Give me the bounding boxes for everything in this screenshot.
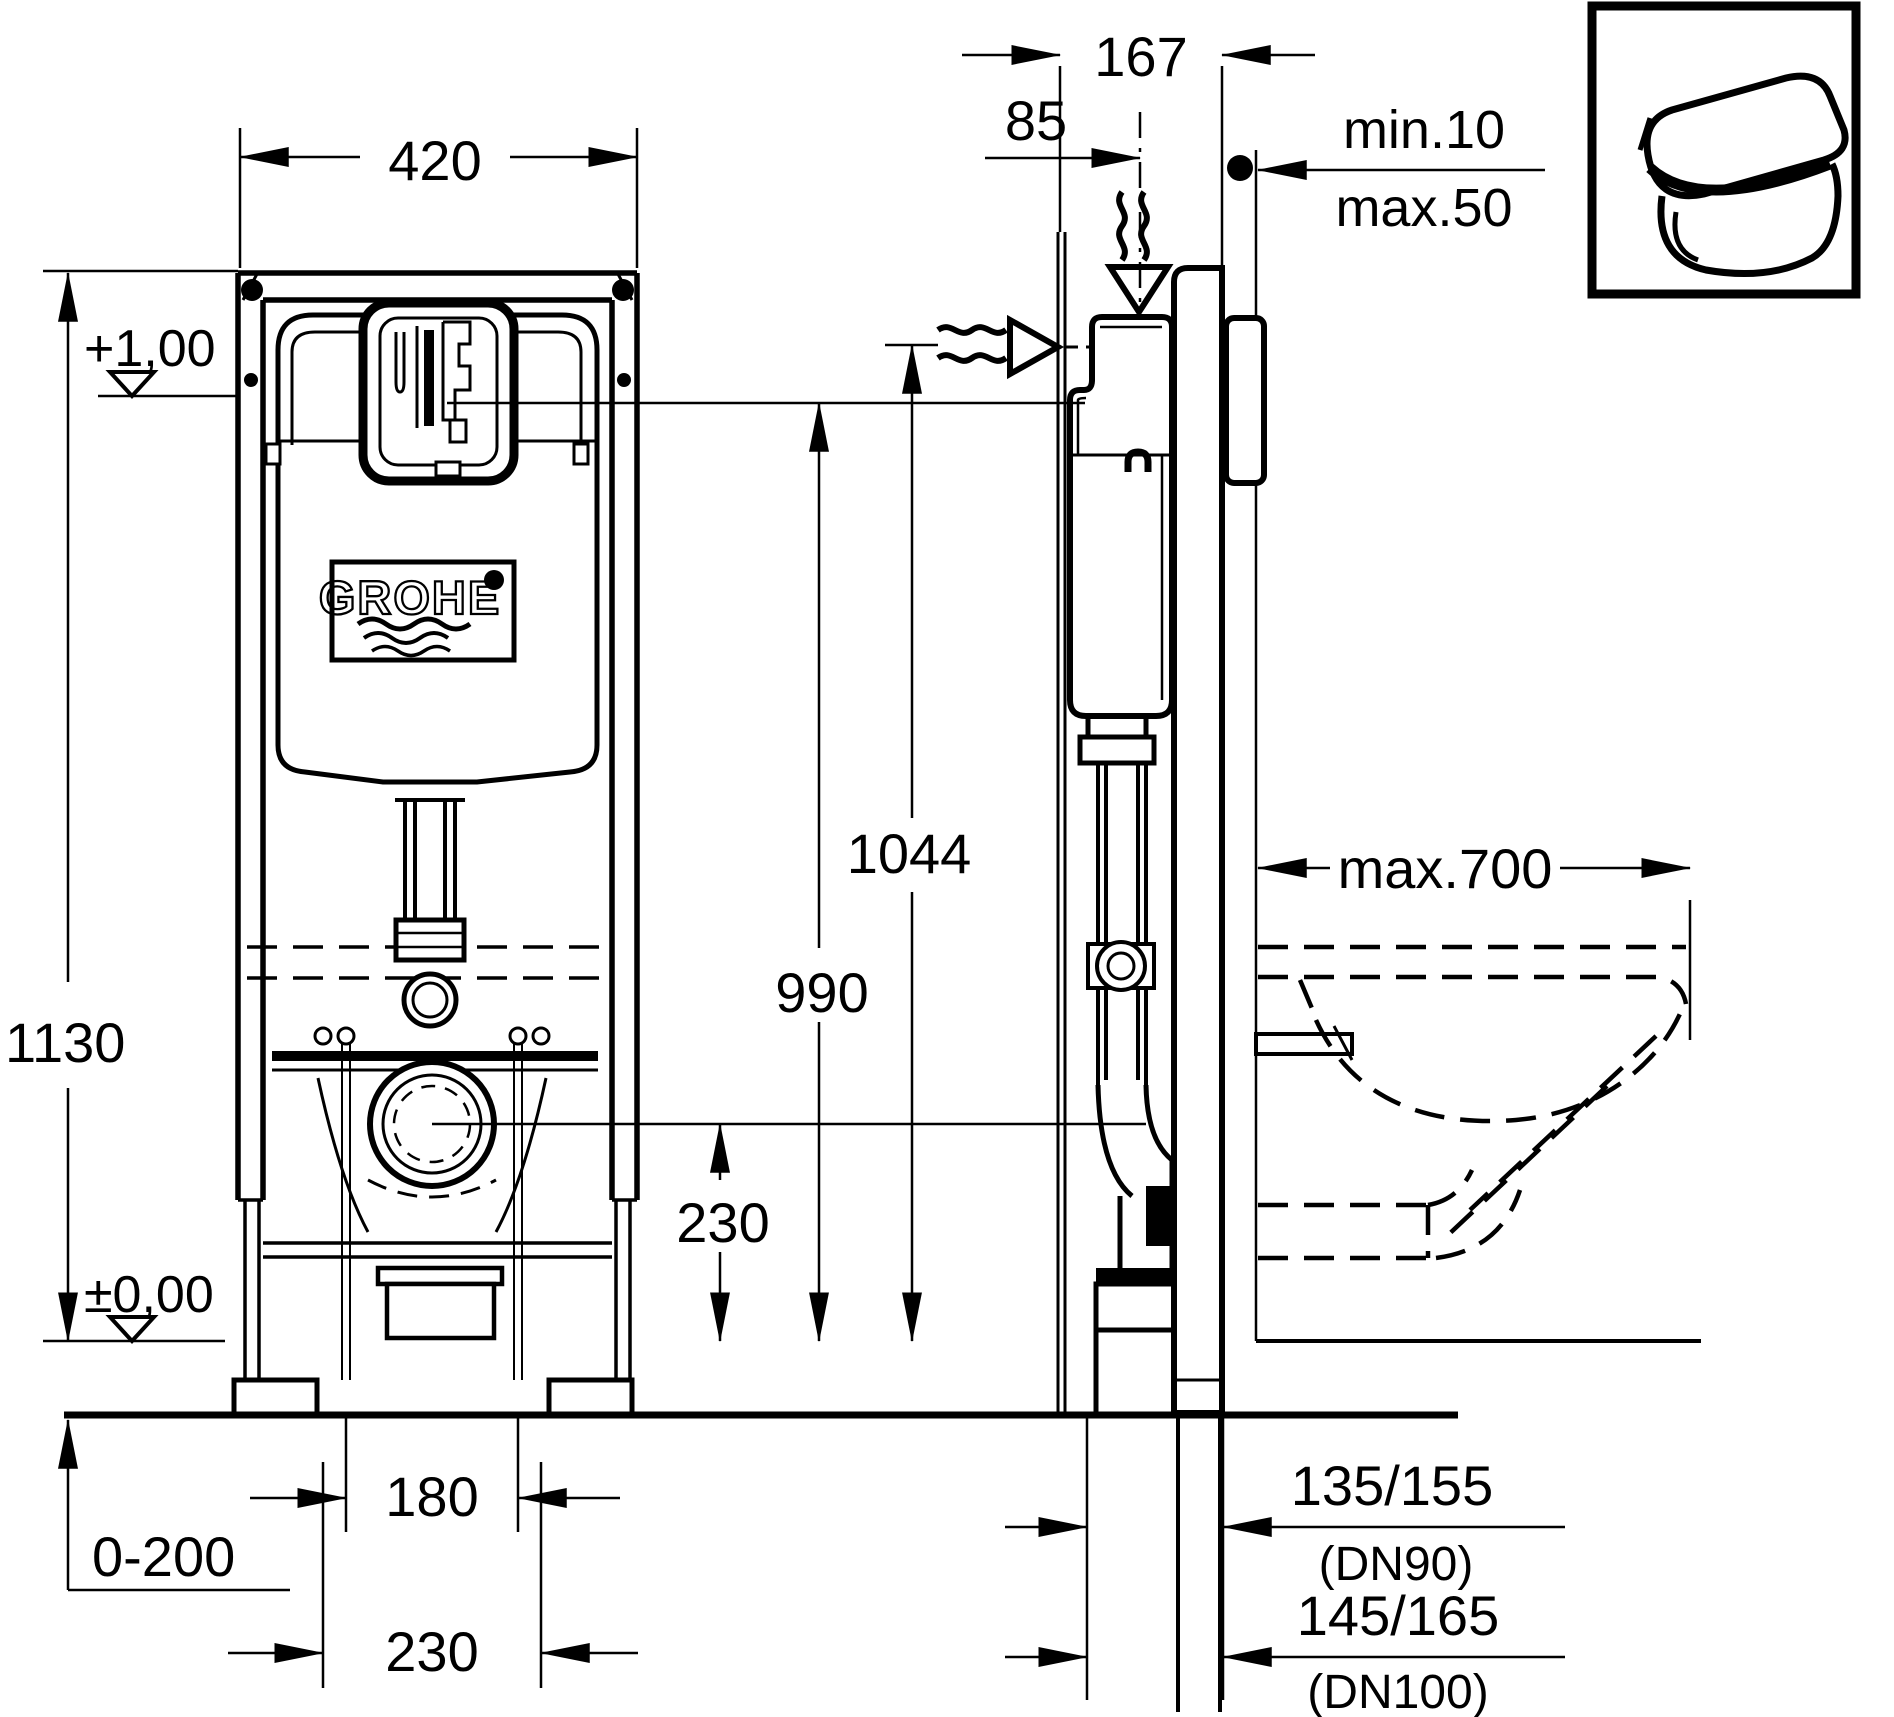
water-wavy-icon — [1116, 190, 1128, 262]
rail-bolt-right — [617, 373, 631, 387]
flush-mechanism — [394, 320, 472, 478]
tank-water-level-dashes — [247, 945, 605, 980]
actuator-mounting-box — [1223, 315, 1267, 486]
frame-screw-right — [612, 279, 634, 301]
dim-actuator-height: 990 — [775, 961, 868, 1024]
outlet-socket — [384, 1281, 497, 1341]
dim-frame-height: 1130 — [5, 1011, 125, 1074]
toilet-body — [1657, 162, 1842, 278]
pipe-band-dark — [1096, 1268, 1174, 1284]
wc-fixing-stud — [1254, 1032, 1354, 1056]
toilet-lid — [1643, 72, 1849, 200]
ext-167 — [1058, 66, 1224, 268]
cistern-side — [1067, 314, 1175, 719]
wc-ceramic-dashed-outline — [1258, 944, 1689, 1261]
dimension-lines — [43, 45, 1692, 1700]
level-mark-floor-icon — [105, 1315, 159, 1344]
tank-clip-right — [572, 442, 590, 466]
logo-wave-2 — [362, 631, 450, 645]
water-supply-symbols — [936, 190, 1174, 380]
dim-level-top: +1,00 — [84, 320, 216, 378]
toilet-seat-band — [1646, 158, 1832, 196]
label-dn100: (DN100) — [1307, 1666, 1488, 1717]
grohe-logo-plate: GROHE — [318, 559, 517, 663]
toilet-body-contour — [1672, 211, 1699, 263]
frame-corner-ticks — [241, 273, 634, 301]
dim-frame-depth: 167 — [1094, 25, 1187, 88]
wall-reference-dot — [1227, 155, 1253, 181]
water-wavy-icon-horizontal — [936, 324, 1008, 336]
brand-logo-text: GROHE — [319, 571, 501, 624]
wall-hung-toilet-icon — [1587, 1, 1861, 299]
flush-valve-cap — [1124, 448, 1152, 472]
rail-bolt-left — [244, 373, 258, 387]
side-view-frame — [936, 150, 1689, 1712]
level-mark-top-icon — [105, 370, 159, 399]
foot-plate-left — [231, 1377, 320, 1417]
dim-outlet-spacing: 230 — [385, 1620, 478, 1683]
inspection-shaft — [358, 298, 519, 486]
frame-bar-side — [1171, 265, 1225, 1416]
drain-pipe-below-slab — [1176, 1415, 1222, 1712]
dim-level-floor: ±0,00 — [84, 1266, 214, 1324]
frame-screw-left — [241, 279, 263, 301]
side-rail — [1056, 232, 1067, 1413]
dim-frame-width: 420 — [388, 129, 481, 192]
registered-mark-icon — [484, 570, 504, 590]
dim-drain-dn100: 145/165 — [1297, 1584, 1499, 1647]
bottom-crossbar — [263, 1241, 612, 1259]
supply-arrow-right-icon — [1007, 314, 1065, 380]
frame-legs — [238, 1198, 637, 1380]
label-dn90: (DN90) — [1319, 1538, 1474, 1591]
dim-supply-height: 1044 — [847, 822, 972, 885]
dim-wall-covering-min: min.10 — [1343, 100, 1505, 160]
dim-supply-offset: 85 — [1005, 89, 1067, 152]
dim-wall-covering-max: max.50 — [1335, 178, 1512, 238]
fixing-rods — [341, 1044, 523, 1380]
ext-drain — [1085, 1415, 1225, 1700]
tank-clip-left — [264, 442, 282, 466]
foot-plate-right — [546, 1377, 635, 1417]
logo-frame — [329, 559, 517, 663]
dim-outlet-centre-height: 230 — [676, 1191, 769, 1254]
flush-and-drain-assembly — [272, 798, 598, 1380]
pipe-coupling-dark — [1146, 1186, 1174, 1246]
dim-drain-dn90: 135/155 — [1291, 1454, 1493, 1517]
logo-wave-1 — [356, 616, 472, 632]
toilet-back-edge — [1637, 117, 1653, 151]
logo-wave-3 — [371, 644, 451, 658]
dim-floor-buildup: 0-200 — [92, 1525, 235, 1588]
ext-180 — [344, 1417, 520, 1532]
dim-bolt-spacing: 180 — [385, 1465, 478, 1528]
outlet-flange — [375, 1265, 505, 1287]
front-view-frame: GROHE — [231, 270, 640, 1417]
dim-wc-projection: max.700 — [1338, 837, 1553, 900]
